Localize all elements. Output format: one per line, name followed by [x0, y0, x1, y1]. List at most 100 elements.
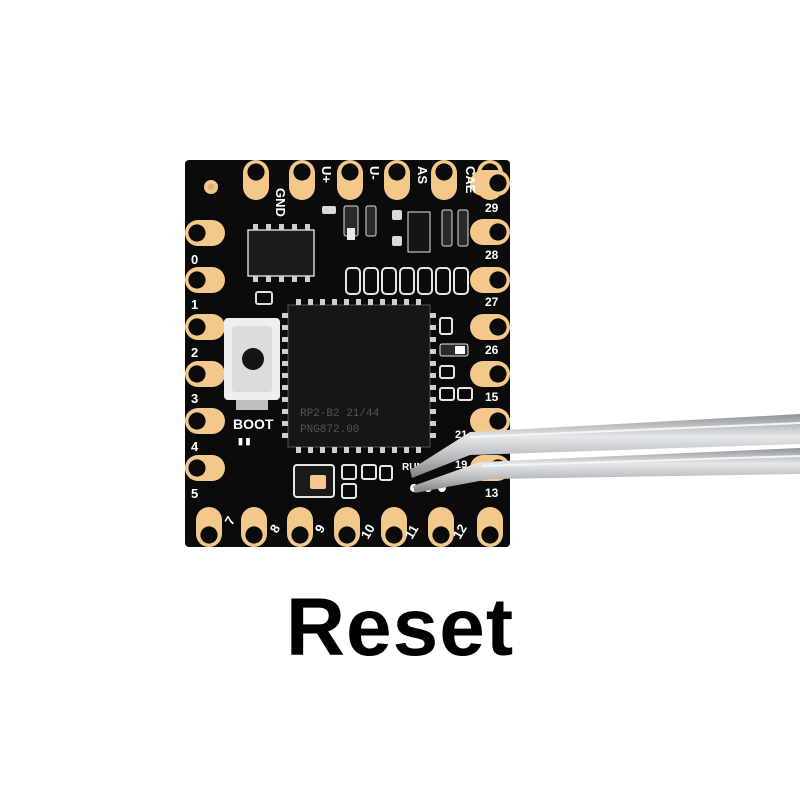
castellated-pad — [289, 160, 315, 200]
castellated-pad — [185, 361, 225, 387]
chip-pin — [282, 313, 288, 318]
chip-pin — [332, 299, 337, 305]
chip-pin — [368, 299, 373, 305]
pin-label-cae: CAE — [463, 166, 478, 194]
chip-pin — [416, 299, 421, 305]
chip-pin — [368, 447, 373, 453]
chip-pin — [282, 385, 288, 390]
castellated-pad — [185, 220, 225, 246]
chip-pin — [380, 299, 385, 305]
pin-label-uminus: U- — [367, 166, 382, 180]
castellated-pad — [185, 455, 225, 481]
castellated-pad — [428, 507, 454, 547]
castellated-pad — [287, 507, 313, 547]
castellated-pad — [477, 507, 503, 547]
pin-label-2: 2 — [191, 345, 198, 360]
pin-label-10: 10 — [358, 521, 378, 541]
chip-pin — [308, 447, 313, 453]
chip-pin — [404, 299, 409, 305]
chip-pin — [430, 313, 436, 318]
chip-pin — [430, 433, 436, 438]
capacitor-row — [345, 267, 469, 295]
castellated-pad — [185, 314, 225, 340]
castellated-pad — [334, 507, 360, 547]
chip-pin — [392, 447, 397, 453]
pin-label-0: 0 — [191, 252, 198, 267]
chip-pin — [308, 299, 313, 305]
chip-pin — [282, 337, 288, 342]
pin-label-26: 26 — [485, 343, 499, 357]
main-microcontroller: RP2-B2 21/44 PNG872.00 — [282, 299, 436, 453]
castellated-pad — [185, 408, 225, 434]
pin-label-5: 5 — [191, 486, 198, 501]
run-label: RUN — [402, 462, 424, 473]
chip-pin — [380, 447, 385, 453]
chip-pin — [320, 447, 325, 453]
pin-label-3: 3 — [191, 391, 198, 406]
chip-pin — [430, 373, 436, 378]
pin-label-uplus: U+ — [319, 166, 334, 183]
chip-pin — [282, 409, 288, 414]
chip-pin — [320, 299, 325, 305]
castellated-pad — [243, 160, 269, 200]
bottom-passives — [341, 464, 393, 499]
pin-label-12: 12 — [450, 521, 470, 541]
chip-pin — [416, 447, 421, 453]
castellated-pad — [470, 219, 510, 245]
chip-marking-line2: PNG872.00 — [300, 424, 359, 436]
castellated-pads — [185, 160, 510, 547]
castellated-pad — [384, 160, 410, 200]
chip-pin — [282, 325, 288, 330]
chip-pin — [296, 299, 301, 305]
chip-pin — [282, 433, 288, 438]
chip-pin — [392, 299, 397, 305]
chip-pin — [430, 409, 436, 414]
boot-label-sub: ▮ ▮ — [238, 436, 250, 446]
chip-pin — [430, 385, 436, 390]
chip-pin — [282, 421, 288, 426]
pin-label-as: AS — [415, 166, 430, 184]
chip-pin — [430, 325, 436, 330]
chip-pin — [430, 349, 436, 354]
castellated-pad — [470, 361, 510, 387]
chip-pin — [282, 373, 288, 378]
crystal — [293, 464, 335, 498]
chip-pin — [344, 447, 349, 453]
castellated-pad — [470, 170, 510, 196]
chip-pin — [430, 397, 436, 402]
castellated-pad — [381, 507, 407, 547]
chip-marking-line1: RP2-B2 21/44 — [300, 408, 380, 420]
chip-pin — [282, 397, 288, 402]
castellated-pad — [196, 507, 222, 547]
castellated-pad — [241, 507, 267, 547]
top-passives — [322, 205, 469, 253]
boot-button — [224, 291, 280, 410]
castellated-pad — [470, 314, 510, 340]
right-passives — [439, 317, 473, 401]
pin-label-15: 15 — [485, 390, 499, 404]
castellated-pad — [337, 160, 363, 200]
pin-label-29: 29 — [485, 201, 499, 215]
chip-pin — [404, 447, 409, 453]
pin-label-13: 13 — [485, 486, 499, 500]
pin-label-4: 4 — [191, 439, 199, 454]
castellated-pad — [185, 267, 225, 293]
pin-label-11: 11 — [402, 522, 422, 541]
regulator-ic — [247, 224, 315, 282]
chip-pin — [356, 299, 361, 305]
caption-title: Reset — [285, 582, 515, 673]
top-pin-labels: GND U+ U- AS CAE — [273, 166, 478, 217]
pin-label-28: 28 — [485, 248, 499, 262]
chip-pin — [344, 299, 349, 305]
chip-pin — [430, 337, 436, 342]
castellated-pad — [470, 408, 510, 434]
chip-pin — [282, 361, 288, 366]
chip-pin — [296, 447, 301, 453]
chip-pin — [430, 421, 436, 426]
boot-label: BOOT — [233, 416, 274, 432]
pin-label-27: 27 — [485, 295, 499, 309]
chip-pin — [430, 361, 436, 366]
castellated-pad — [431, 160, 457, 200]
pin-label-1: 1 — [191, 297, 198, 312]
